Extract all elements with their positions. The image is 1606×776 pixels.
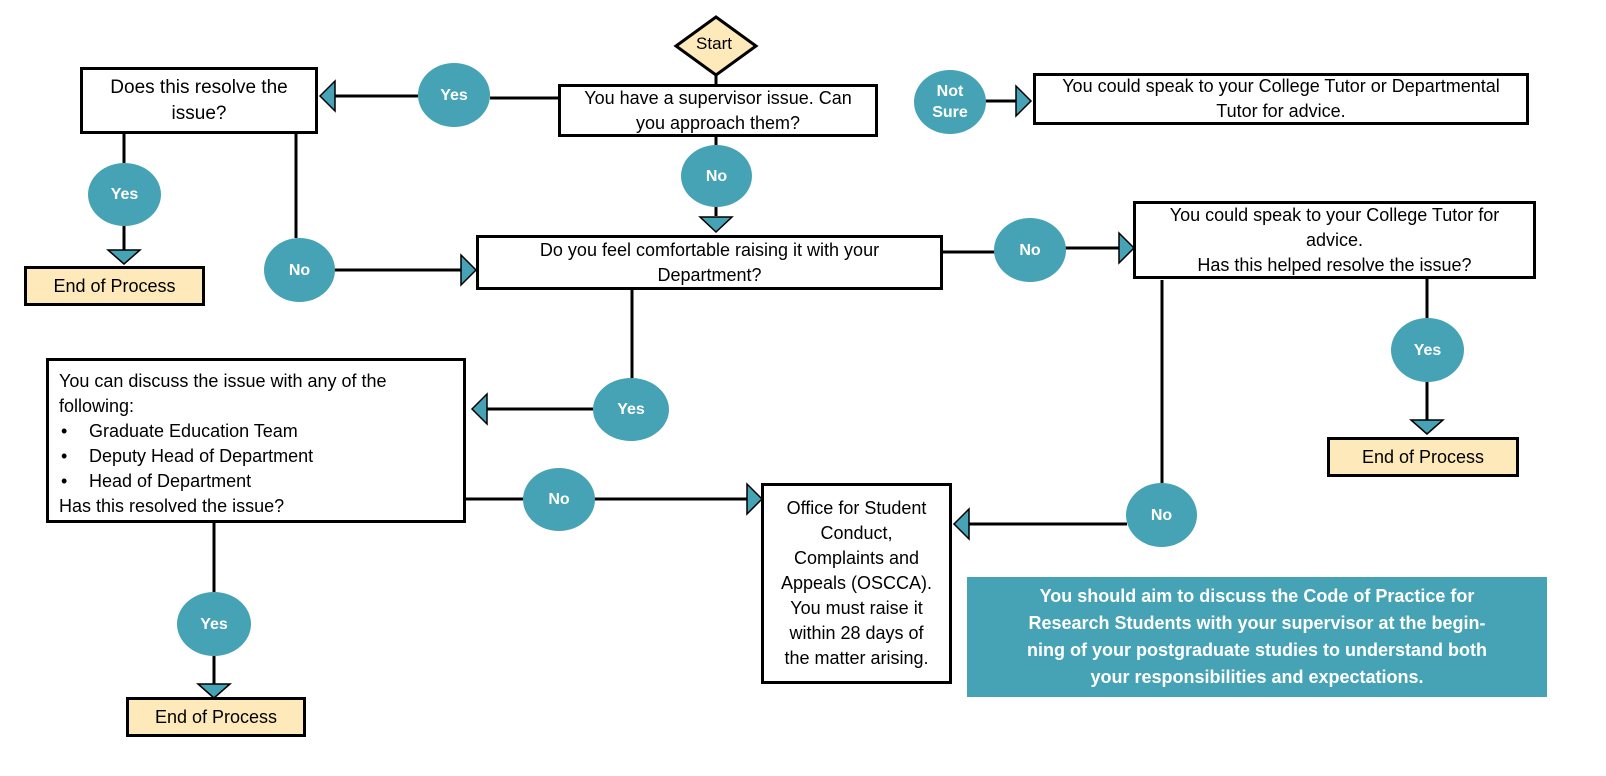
- list-item: Head of Department: [59, 469, 453, 494]
- code-of-practice-callout: You should aim to discuss the Code of Pr…: [967, 577, 1547, 697]
- answer-no-circle: No: [264, 238, 335, 302]
- end-of-process-right: End of Process: [1327, 437, 1519, 477]
- box-line: following:: [59, 396, 135, 416]
- answer-yes-circle: Yes: [177, 592, 251, 656]
- answer-yes-circle: Yes: [88, 163, 161, 226]
- box-line: Appeals (OSCCA).: [780, 573, 933, 593]
- box-line: Department?: [657, 264, 762, 285]
- box-line: the matter arising.: [784, 648, 929, 668]
- list-item: Deputy Head of Department: [59, 444, 453, 469]
- answer-no-circle: No: [523, 468, 595, 531]
- resolve-issue-box: Does this resolve the issue?: [80, 67, 318, 134]
- end-of-process-bottom: End of Process: [126, 697, 306, 737]
- arrowhead-down-comfortable: [698, 216, 734, 234]
- box-line: Has this helped resolve the issue?: [1197, 254, 1472, 275]
- comfortable-department-box: Do you feel comfortable raising it with …: [476, 235, 943, 290]
- arrowhead-down-end-left: [106, 249, 142, 265]
- box-line: You could speak to your College Tutor or…: [1062, 76, 1500, 96]
- box-line: Does this resolve the: [110, 76, 288, 98]
- box-line: within 28 days of: [789, 623, 924, 643]
- answer-yes-circle: Yes: [418, 63, 490, 127]
- arrowhead-down-end-right: [1409, 419, 1445, 435]
- contact-list: Graduate Education Team Deputy Head of D…: [59, 419, 453, 494]
- arrowhead-left-discuss: [470, 392, 488, 426]
- box-line: You can discuss the issue with any of th…: [59, 371, 387, 391]
- supervisor-issue-box: You have a supervisor issue. Can you app…: [558, 84, 878, 137]
- box-line: You must raise it: [790, 598, 923, 618]
- answer-not-sure-line: Not: [936, 83, 964, 100]
- oscca-box: Office for Student Conduct, Complaints a…: [761, 483, 952, 684]
- list-item: Graduate Education Team: [59, 419, 453, 444]
- arrowhead-right-oscca: [746, 482, 764, 516]
- box-line: You have a supervisor issue. Can: [584, 87, 852, 108]
- box-line: issue?: [171, 102, 227, 124]
- answer-yes-circle: Yes: [1391, 318, 1464, 382]
- box-line: Complaints and: [793, 548, 920, 568]
- discuss-options-box: You can discuss the issue with any of th…: [46, 358, 466, 523]
- arrowhead-left-resolve: [318, 79, 336, 113]
- arrowhead-down-end-bottom: [196, 683, 232, 699]
- answer-not-sure-line: Sure: [932, 104, 968, 121]
- answer-yes-circle: Yes: [593, 378, 669, 441]
- answer-not-sure-circle: Not Sure: [914, 70, 986, 134]
- box-line: You could speak to your College Tutor fo…: [1169, 204, 1500, 225]
- end-of-process-left: End of Process: [24, 266, 205, 306]
- arrowhead-left-oscca: [952, 507, 970, 541]
- callout-line: your responsibilities and expectations.: [1090, 667, 1424, 687]
- answer-no-circle: No: [994, 218, 1066, 282]
- callout-line: Research Students with your supervisor a…: [1028, 613, 1486, 633]
- answer-no-circle: No: [1126, 483, 1197, 547]
- arrowhead-right-tutor: [1015, 84, 1033, 118]
- answer-no-circle: No: [681, 145, 752, 207]
- box-question: Has this resolved the issue?: [59, 496, 285, 516]
- box-line: Do you feel comfortable raising it with …: [539, 239, 880, 260]
- college-tutor-resolve-box: You could speak to your College Tutor fo…: [1133, 201, 1536, 279]
- callout-line: You should aim to discuss the Code of Pr…: [1039, 586, 1475, 606]
- box-line: Office for Student: [786, 498, 927, 518]
- start-diamond: [673, 15, 759, 77]
- box-line: Tutor for advice.: [1216, 101, 1346, 121]
- arrowhead-right-comfortable: [460, 253, 478, 287]
- college-tutor-advice-box: You could speak to your College Tutor or…: [1033, 73, 1529, 125]
- box-line: you approach them?: [635, 112, 801, 133]
- arrowhead-right-tutor-resolve: [1118, 231, 1136, 265]
- box-line: Conduct,: [820, 523, 893, 543]
- start-label: Start: [696, 34, 732, 53]
- callout-line: ning of your postgraduate studies to und…: [1027, 640, 1487, 660]
- box-line: advice.: [1305, 229, 1364, 250]
